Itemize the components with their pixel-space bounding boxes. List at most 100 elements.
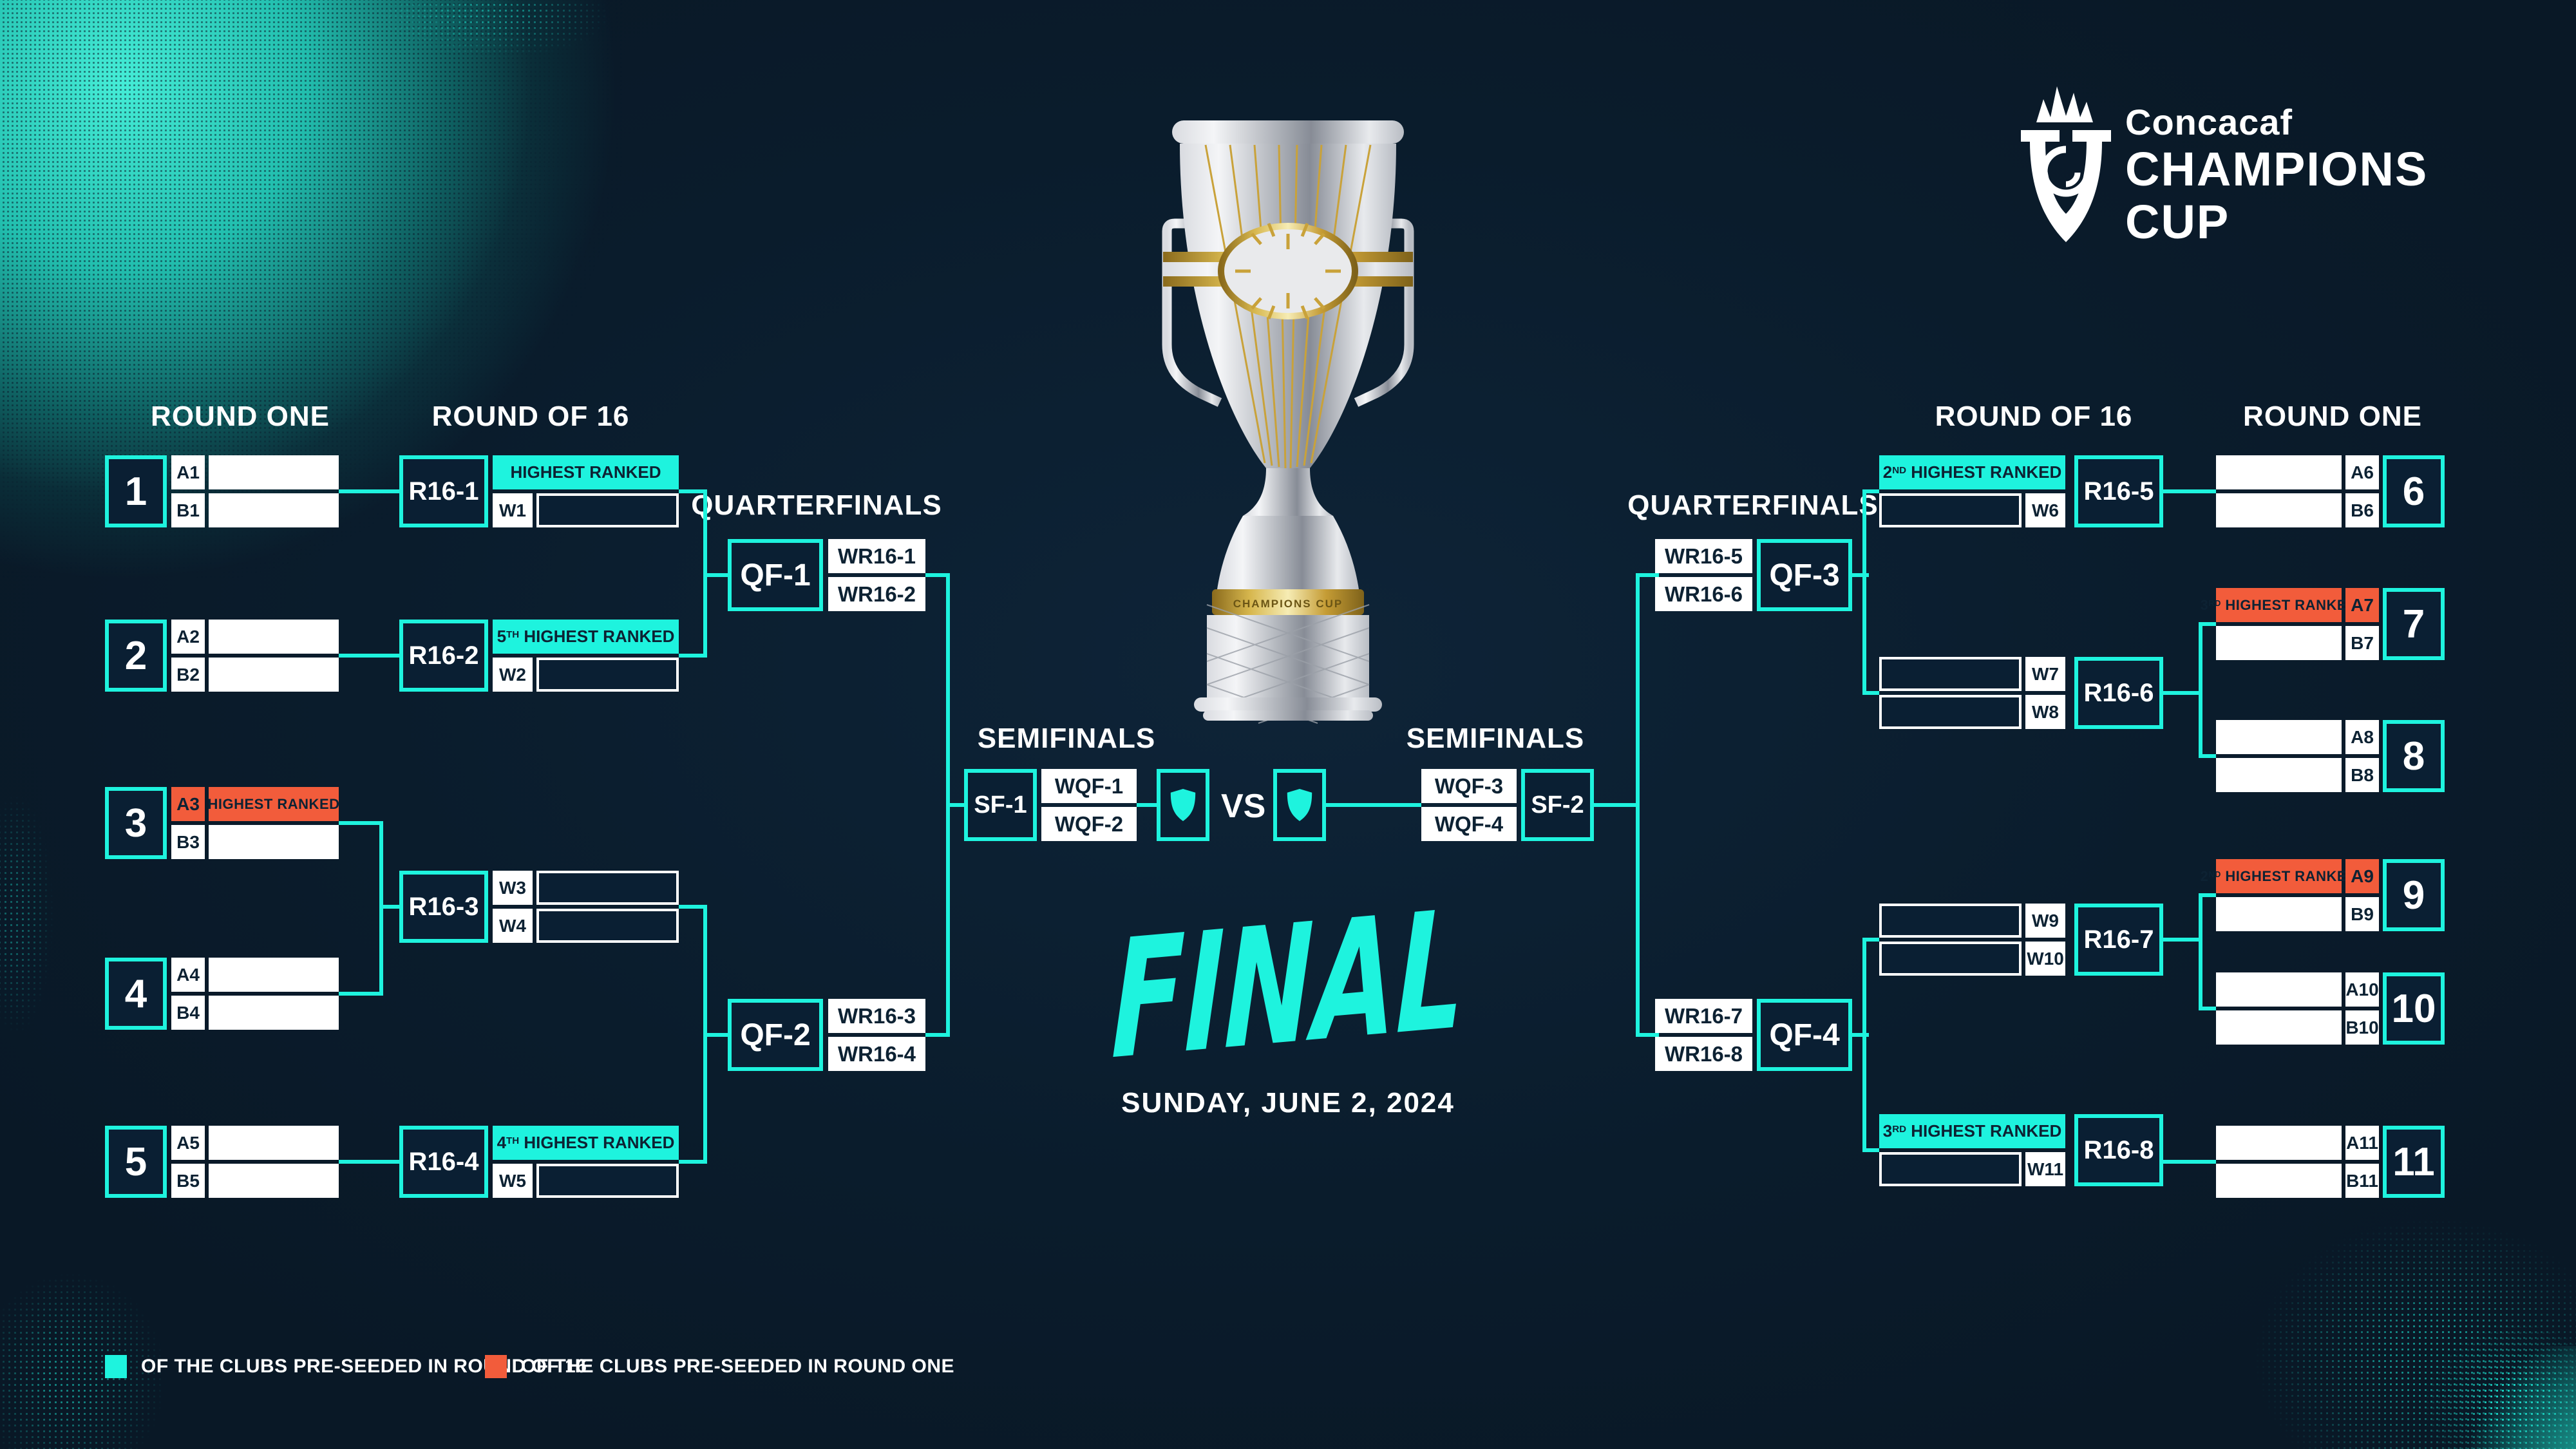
connector (2163, 938, 2202, 942)
speckle-bottom-left (0, 1243, 193, 1449)
header-right-round-of-16: ROUND OF 16 (1935, 401, 2133, 432)
qf-2-box: QF-2 (728, 999, 823, 1071)
qf-3-slot-1: WR16-5 (1655, 539, 1752, 573)
connector (2163, 1160, 2216, 1164)
connector (703, 1033, 728, 1037)
header-right-round-one: ROUND ONE (2243, 401, 2422, 432)
connector (339, 821, 383, 825)
connector (1852, 573, 1869, 577)
match-5-slot-b-label: B5 (171, 1164, 205, 1198)
r16-7-winner1-label: W9 (2025, 904, 2065, 938)
r16-8-winner-slot (1879, 1152, 2022, 1186)
r16-8-winner-label: W11 (2025, 1152, 2065, 1186)
match-7-slot-b-name (2216, 626, 2342, 660)
match-9-number: 9 (2383, 859, 2445, 931)
seed-text: 3RD HIGHEST RANKED (1882, 1121, 2062, 1141)
match-4-slot-b-label: B4 (171, 996, 205, 1030)
speckle-top (335, 0, 644, 71)
match-5-number: 5 (105, 1126, 167, 1198)
connector (1862, 938, 1866, 1152)
match-4-slot-a-name (209, 958, 339, 992)
qf-4-slot-2: WR16-8 (1655, 1037, 1752, 1071)
connector (339, 1160, 399, 1164)
qf-1-box: QF-1 (728, 539, 823, 611)
shield-icon (1287, 789, 1312, 821)
match-8-number: 8 (2383, 720, 2445, 792)
match-2-slot-b-label: B2 (171, 658, 205, 692)
sf-1-slot-1: WQF-1 (1041, 769, 1137, 803)
r16-4-winner-slot (536, 1164, 679, 1198)
qf-1-slot-2: WR16-2 (828, 577, 925, 611)
match-11-slot-a-label: A11 (2345, 1126, 2379, 1160)
seed-text: 2ND HIGHEST RANKED (1882, 462, 2062, 482)
r16-3-winner2-label: W4 (493, 909, 533, 943)
match-9-slot-a-label: A9 (2345, 859, 2379, 893)
connector (703, 573, 728, 577)
qf-2-slot-1: WR16-3 (828, 999, 925, 1033)
trophy-collar-text: CHAMPIONS CUP (1233, 598, 1343, 610)
connector (2163, 489, 2216, 493)
connector (925, 573, 950, 577)
connector (679, 905, 707, 909)
r16-7-winner1-slot (1879, 904, 2022, 938)
connector (2199, 893, 2202, 1010)
match-11-slot-a-name (2216, 1126, 2342, 1160)
r16-1-box: R16-1 (399, 455, 488, 527)
seed-text: 5TH HIGHEST RANKED (497, 627, 675, 646)
match-3-slot-b-label: B3 (171, 825, 205, 859)
match-4-slot-b-name (209, 996, 339, 1030)
match-2-slot-a-name (209, 620, 339, 654)
logo-brand: Concacaf (2125, 102, 2293, 142)
r16-6-winner1-slot (1879, 657, 2022, 691)
seed-text: 4TH HIGHEST RANKED (497, 1133, 675, 1152)
match-9-slot-b-label: B9 (2345, 897, 2379, 931)
match-5-slot-a-name (209, 1126, 339, 1160)
connector (946, 803, 964, 807)
r16-5-winner-label: W6 (2025, 493, 2065, 527)
seed-text: 3RD HIGHEST RANKED (2200, 596, 2358, 613)
match-2-number: 2 (105, 620, 167, 692)
match-7-slot-a-label: A7 (2345, 588, 2379, 622)
qf-4-slot-1: WR16-7 (1655, 999, 1752, 1033)
match-11-slot-b-label: B11 (2345, 1164, 2379, 1198)
trophy-image: CHAMPIONS CUP (1162, 120, 1414, 724)
r16-7-winner2-slot (1879, 942, 2022, 976)
match-1-slot-b-label: B1 (171, 493, 205, 527)
connector (679, 1160, 707, 1164)
connector (1636, 573, 1640, 1037)
connector (1862, 489, 1879, 493)
r16-8-seed-header: 3RD HIGHEST RANKED (1879, 1114, 2065, 1148)
header-right-semifinals: SEMIFINALS (1406, 723, 1585, 754)
match-10-slot-a-name (2216, 972, 2342, 1007)
match-7-slot-b-label: B7 (2345, 626, 2379, 660)
match-9-slot-a-name: 2ND HIGHEST RANKED (2201, 859, 2357, 893)
match-10-slot-a-label: A10 (2345, 972, 2379, 1007)
connector (1862, 489, 1866, 695)
r16-7-winner2-label: W10 (2025, 942, 2065, 976)
match-8-slot-b-name (2216, 758, 2342, 792)
concacaf-logo-text: Concacaf CHAMPIONS CUP (2125, 104, 2428, 246)
r16-2-winner-slot (536, 658, 679, 692)
match-6-slot-a-label: A6 (2345, 455, 2379, 489)
r16-3-winner1-label: W3 (493, 871, 533, 905)
connector (679, 489, 707, 493)
connector (1594, 803, 1640, 807)
sf-2-box: SF-2 (1521, 769, 1594, 841)
sf-1-slot-2: WQF-2 (1041, 807, 1137, 841)
match-2-slot-a-label: A2 (171, 620, 205, 654)
connector (379, 905, 399, 909)
connector (339, 654, 399, 658)
final-title: FINAL (1110, 875, 1466, 1096)
r16-1-winner-slot (536, 493, 679, 527)
header-left-round-one: ROUND ONE (151, 401, 330, 432)
teal-grunge-bottom-right (2460, 1346, 2576, 1449)
logo-cup: CUP (2125, 195, 2230, 249)
header-right-quarterfinals: QUARTERFINALS (1627, 489, 1879, 521)
logo-champions: CHAMPIONS (2125, 142, 2429, 196)
grunge-grain-top-left (0, 0, 625, 580)
r16-7-box: R16-7 (2074, 904, 2163, 976)
connector (1326, 803, 1421, 807)
r16-6-box: R16-6 (2074, 657, 2163, 729)
match-11-number: 11 (2383, 1126, 2445, 1198)
